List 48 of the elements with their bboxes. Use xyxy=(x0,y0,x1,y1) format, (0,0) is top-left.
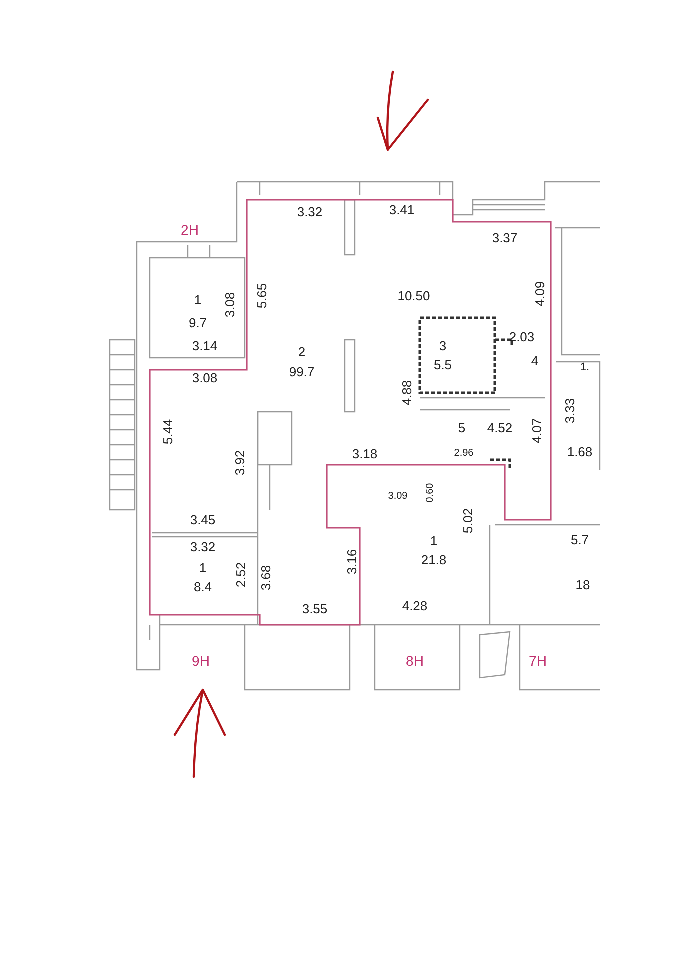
dimension-label: 5.65 xyxy=(256,283,268,309)
dimension-label: 10.50 xyxy=(398,290,430,302)
dimension-label: 3.08 xyxy=(224,292,236,318)
dimension-label: 3.32 xyxy=(190,540,216,554)
unit-label: 7H xyxy=(529,654,547,668)
dimension-label: 4.09 xyxy=(534,281,546,307)
dimension-label: 3.68 xyxy=(260,565,272,591)
unit-label: 2H xyxy=(181,223,199,237)
dimension-label: 4.28 xyxy=(402,600,428,612)
dimension-label: 4.52 xyxy=(487,422,513,434)
dimension-label: 5.7 xyxy=(570,534,590,546)
dimension-label: 3.41 xyxy=(389,204,415,216)
dimension-label: 3.16 xyxy=(346,549,358,575)
room-area: 5.5 xyxy=(434,358,452,372)
dimension-label: 18 xyxy=(576,578,590,592)
dimension-label: 4.07 xyxy=(530,418,544,444)
dimension-label: 4.88 xyxy=(400,380,414,406)
room-number: 4 xyxy=(531,354,539,368)
dimension-label: 3.08 xyxy=(192,372,218,384)
room-number: 1 xyxy=(194,294,202,306)
room-number: 2 xyxy=(298,346,306,358)
room-number: 1 xyxy=(430,534,438,548)
dimension-label: 2.96 xyxy=(454,449,474,459)
dimension-label: 2.03 xyxy=(509,330,535,344)
dimension-label: 0.60 xyxy=(426,483,436,503)
dimension-label: 3.33 xyxy=(564,398,576,424)
room-area: 9.7 xyxy=(188,316,208,330)
dimension-label: 2.52 xyxy=(234,562,248,588)
room-number: 3 xyxy=(439,340,447,352)
dimension-label: 3.09 xyxy=(388,492,408,502)
dimension-label: 1.68 xyxy=(567,446,593,458)
room-area: 99.7 xyxy=(289,366,315,378)
room-area: 21.8 xyxy=(421,554,447,566)
dimension-label: 3.92 xyxy=(234,450,246,476)
dimension-label: 1. xyxy=(580,362,590,374)
dimension-label: 3.32 xyxy=(297,206,323,218)
dimension-label: 5.02 xyxy=(462,508,474,534)
room-number: 1 xyxy=(199,562,207,574)
dimension-label: 3.18 xyxy=(352,448,378,460)
dimension-label: 3.14 xyxy=(192,340,218,352)
room-area: 8.4 xyxy=(194,580,212,594)
dimension-label: 5.44 xyxy=(162,419,174,445)
dimension-label: 3.37 xyxy=(492,232,518,244)
dimension-label: 3.45 xyxy=(190,514,216,526)
unit-label: 8H xyxy=(406,654,424,668)
unit-label: 9H xyxy=(192,654,210,668)
room-number: 5 xyxy=(458,422,466,434)
dimension-label: 3.55 xyxy=(302,602,328,616)
